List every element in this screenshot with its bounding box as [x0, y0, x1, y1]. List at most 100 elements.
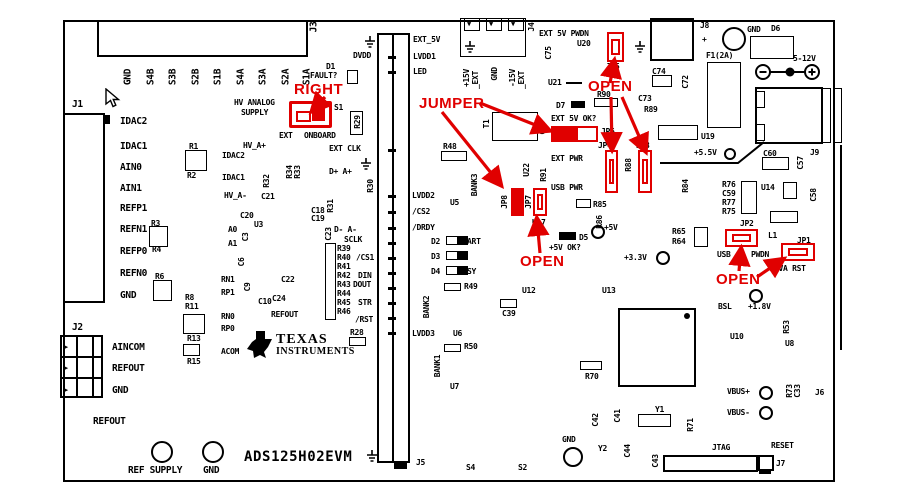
resistor-column	[325, 243, 336, 320]
silk-idac2: IDAC2	[222, 151, 245, 160]
j5-centerline	[392, 33, 394, 463]
silk-r30: R30	[366, 179, 375, 193]
j4-pin	[486, 18, 502, 31]
silk-y2: Y2	[598, 444, 608, 453]
silk-r64: R64	[672, 237, 686, 246]
ti-bird-icon	[247, 331, 272, 358]
silk-r77: R77	[722, 198, 736, 207]
silk-gnd: GND	[203, 465, 220, 476]
silk-c3: C3	[241, 232, 250, 242]
silk-5-12v: 5-12V	[793, 54, 816, 63]
annotation-open-top: OPEN	[588, 78, 633, 95]
silk-c24: C24	[272, 294, 286, 303]
jumper-jp1-inner	[788, 247, 808, 257]
silk-r43: R43	[337, 280, 351, 289]
silk-u6: U6	[453, 329, 463, 338]
led-d1	[347, 70, 358, 84]
silk-c42: C42	[591, 413, 600, 427]
silk-acom: ACOM	[221, 347, 240, 356]
silk-rn1: RN1	[221, 275, 235, 284]
jumper-jp5	[607, 32, 624, 62]
crystal-y1	[638, 414, 671, 427]
j5-pin-dash	[388, 227, 396, 230]
j5-pin-dash	[388, 317, 396, 320]
silk-+15v: +15V	[462, 68, 471, 88]
u21-lead	[566, 82, 582, 84]
connector-j8	[650, 18, 694, 61]
j1-pad	[103, 115, 110, 124]
ref-supply-testpoint	[151, 441, 173, 463]
silk--: ▶	[64, 364, 68, 372]
inductor-l1	[770, 211, 798, 223]
edge-line	[840, 145, 842, 350]
silk-gnd: GND	[112, 385, 129, 396]
silk-r45: R45	[337, 298, 351, 307]
silk-r70: R70	[585, 372, 599, 381]
transformer-t1	[492, 112, 538, 141]
silk-r50: R50	[464, 342, 478, 351]
silk-u20: U20	[577, 39, 591, 48]
j4-pin	[464, 18, 480, 31]
silk-d5: D5	[579, 233, 589, 242]
connector-jtag	[663, 455, 758, 472]
jumper-jp7-inner	[536, 194, 544, 210]
silk-jp1: JP1	[797, 236, 811, 245]
silk--: ▶	[64, 386, 68, 394]
silk-r88: R88	[624, 158, 633, 172]
silk-c23: C23	[324, 227, 333, 241]
jumper-jp2-inner	[732, 233, 751, 243]
silk--cs1: /CS1	[356, 253, 375, 262]
silk-d--a-: D- A-	[334, 225, 357, 234]
silk-d2: D2	[431, 237, 441, 246]
silk-idac2: IDAC2	[120, 116, 148, 127]
connector-j1	[63, 113, 105, 303]
silk-onboard: ONBOARD	[304, 131, 336, 140]
silk-ain0: AIN0	[120, 162, 142, 173]
resistor-r85	[576, 199, 591, 208]
silk-refout: REFOUT	[271, 310, 299, 319]
jumper-jp6-shunt	[553, 128, 578, 140]
annotation-open-mid: OPEN	[520, 253, 565, 270]
silk--ext: _EXT	[517, 70, 526, 90]
silk-c44: C44	[623, 444, 632, 458]
silk-r49: R49	[464, 282, 478, 291]
silk-a0: A0	[228, 225, 238, 234]
j2-divider	[92, 335, 94, 398]
silk-c22: C22	[281, 275, 295, 284]
jumper-jp6	[551, 126, 598, 142]
vbus-plus-testpoint	[759, 386, 773, 400]
j5-pin-dash	[388, 56, 396, 59]
silk-bank1: BANK1	[433, 354, 442, 378]
j2-divider	[76, 335, 78, 398]
silk-a1: A1	[228, 239, 238, 248]
silk-c43: C43	[651, 454, 660, 468]
silk-c60: C60	[763, 149, 777, 158]
silk-c72: C72	[681, 75, 690, 89]
silk--cs2: /CS2	[412, 207, 431, 216]
annotation-jumper: JUMPER	[419, 95, 485, 112]
silk-c21: C21	[261, 192, 275, 201]
silk-r86: R86	[595, 215, 604, 229]
jumper-jp3	[638, 150, 652, 193]
jack-bar	[833, 88, 842, 143]
capacitor-c39	[500, 299, 517, 308]
silk-vbus-: VBUS-	[727, 408, 750, 417]
silk-s1b: S1B	[212, 68, 224, 86]
silk-r65: R65	[672, 227, 686, 236]
silk-ext: EXT	[279, 131, 293, 140]
3v3-testpoint	[656, 251, 670, 265]
silk-ext-5v-pwdn: EXT 5V PWDN	[539, 29, 589, 38]
5v-testpoint	[591, 225, 605, 239]
silk-j1: J1	[72, 99, 83, 110]
diode-d5	[559, 232, 576, 240]
resistor-pack	[183, 344, 200, 356]
silk-rn0: RN0	[221, 312, 235, 321]
silk-r4: R4	[152, 245, 162, 254]
silk-+1-8v: +1.8V	[748, 302, 771, 311]
silk-s4: S4	[466, 463, 476, 472]
j5-pin-dash	[388, 332, 396, 335]
silk-r8: R8	[185, 293, 195, 302]
silk-u17: U17	[532, 218, 546, 227]
silk-jtag: JTAG	[712, 443, 731, 452]
silk-c33: C33	[793, 384, 802, 398]
